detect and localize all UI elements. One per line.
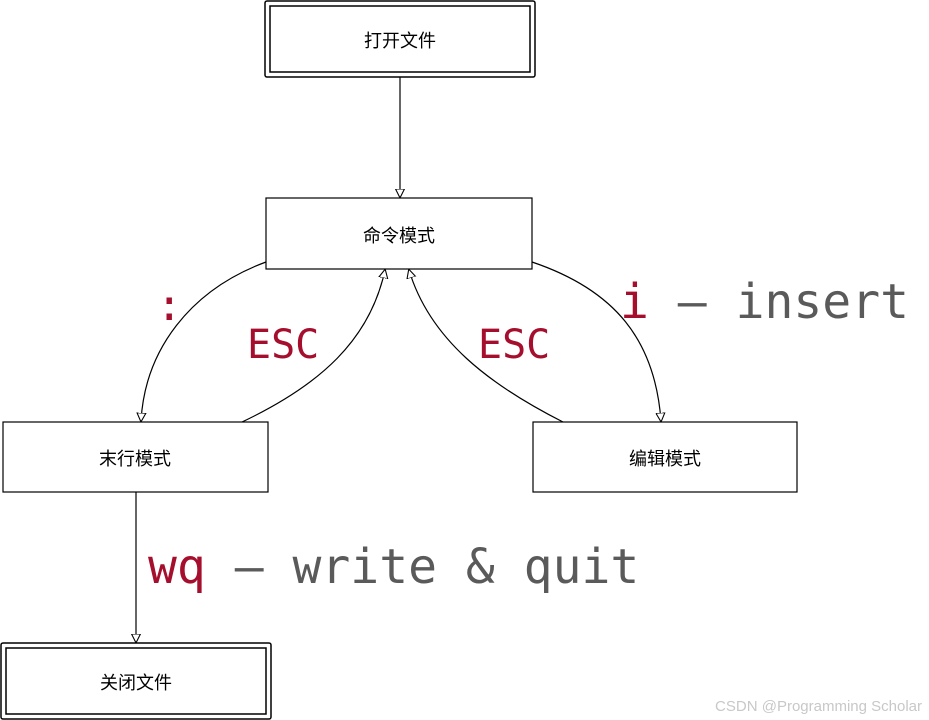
node-label-last-line-mode: 末行模式 <box>99 449 171 470</box>
insert-key: i <box>620 274 649 330</box>
write-quit-desc: – write & quit <box>206 539 639 595</box>
node-edit-mode: 编辑模式 <box>532 421 798 493</box>
node-label-command-mode: 命令模式 <box>363 226 435 247</box>
edge-last-line-to-command <box>241 270 385 423</box>
write-quit-key: wq <box>148 539 206 595</box>
node-last-line-mode: 末行模式 <box>2 421 269 493</box>
insert-desc: – insert <box>649 274 909 330</box>
node-command-mode: 命令模式 <box>265 197 533 270</box>
node-close-file: 关闭文件 <box>0 642 272 720</box>
edge-edit-to-command <box>409 270 564 423</box>
node-label-close-file: 关闭文件 <box>100 673 172 694</box>
edge-label-colon: : <box>156 280 183 331</box>
edge-command-to-last-line <box>141 261 267 421</box>
watermark: CSDN @Programming Scholar <box>715 698 922 715</box>
edge-label-write-quit: wq – write & quit <box>148 539 639 595</box>
edge-label-esc-left: ESC <box>247 322 319 368</box>
edge-label-esc-right: ESC <box>478 322 550 368</box>
node-label-open-file: 打开文件 <box>364 31 436 52</box>
node-label-edit-mode: 编辑模式 <box>629 449 701 470</box>
node-open-file: 打开文件 <box>264 0 536 78</box>
edge-label-insert: i – insert <box>620 274 909 330</box>
edge-command-to-edit <box>531 261 661 421</box>
